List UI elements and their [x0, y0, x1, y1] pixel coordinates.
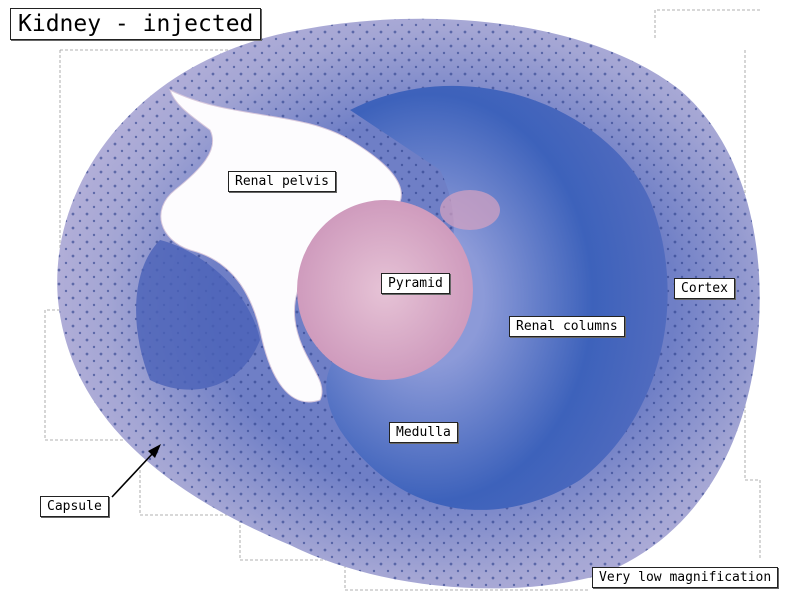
image-title: Kidney - injected [10, 8, 262, 40]
label-medulla: Medulla [389, 422, 458, 443]
medulla-region [326, 85, 668, 510]
label-pyramid: Pyramid [381, 273, 450, 294]
label-renal-columns: Renal columns [509, 316, 625, 337]
label-capsule: Capsule [40, 496, 109, 517]
label-magnification: Very low magnification [592, 567, 779, 588]
renal-pelvis-space [160, 89, 402, 403]
label-renal-pelvis: Renal pelvis [228, 171, 336, 192]
label-cortex: Cortex [674, 278, 735, 299]
